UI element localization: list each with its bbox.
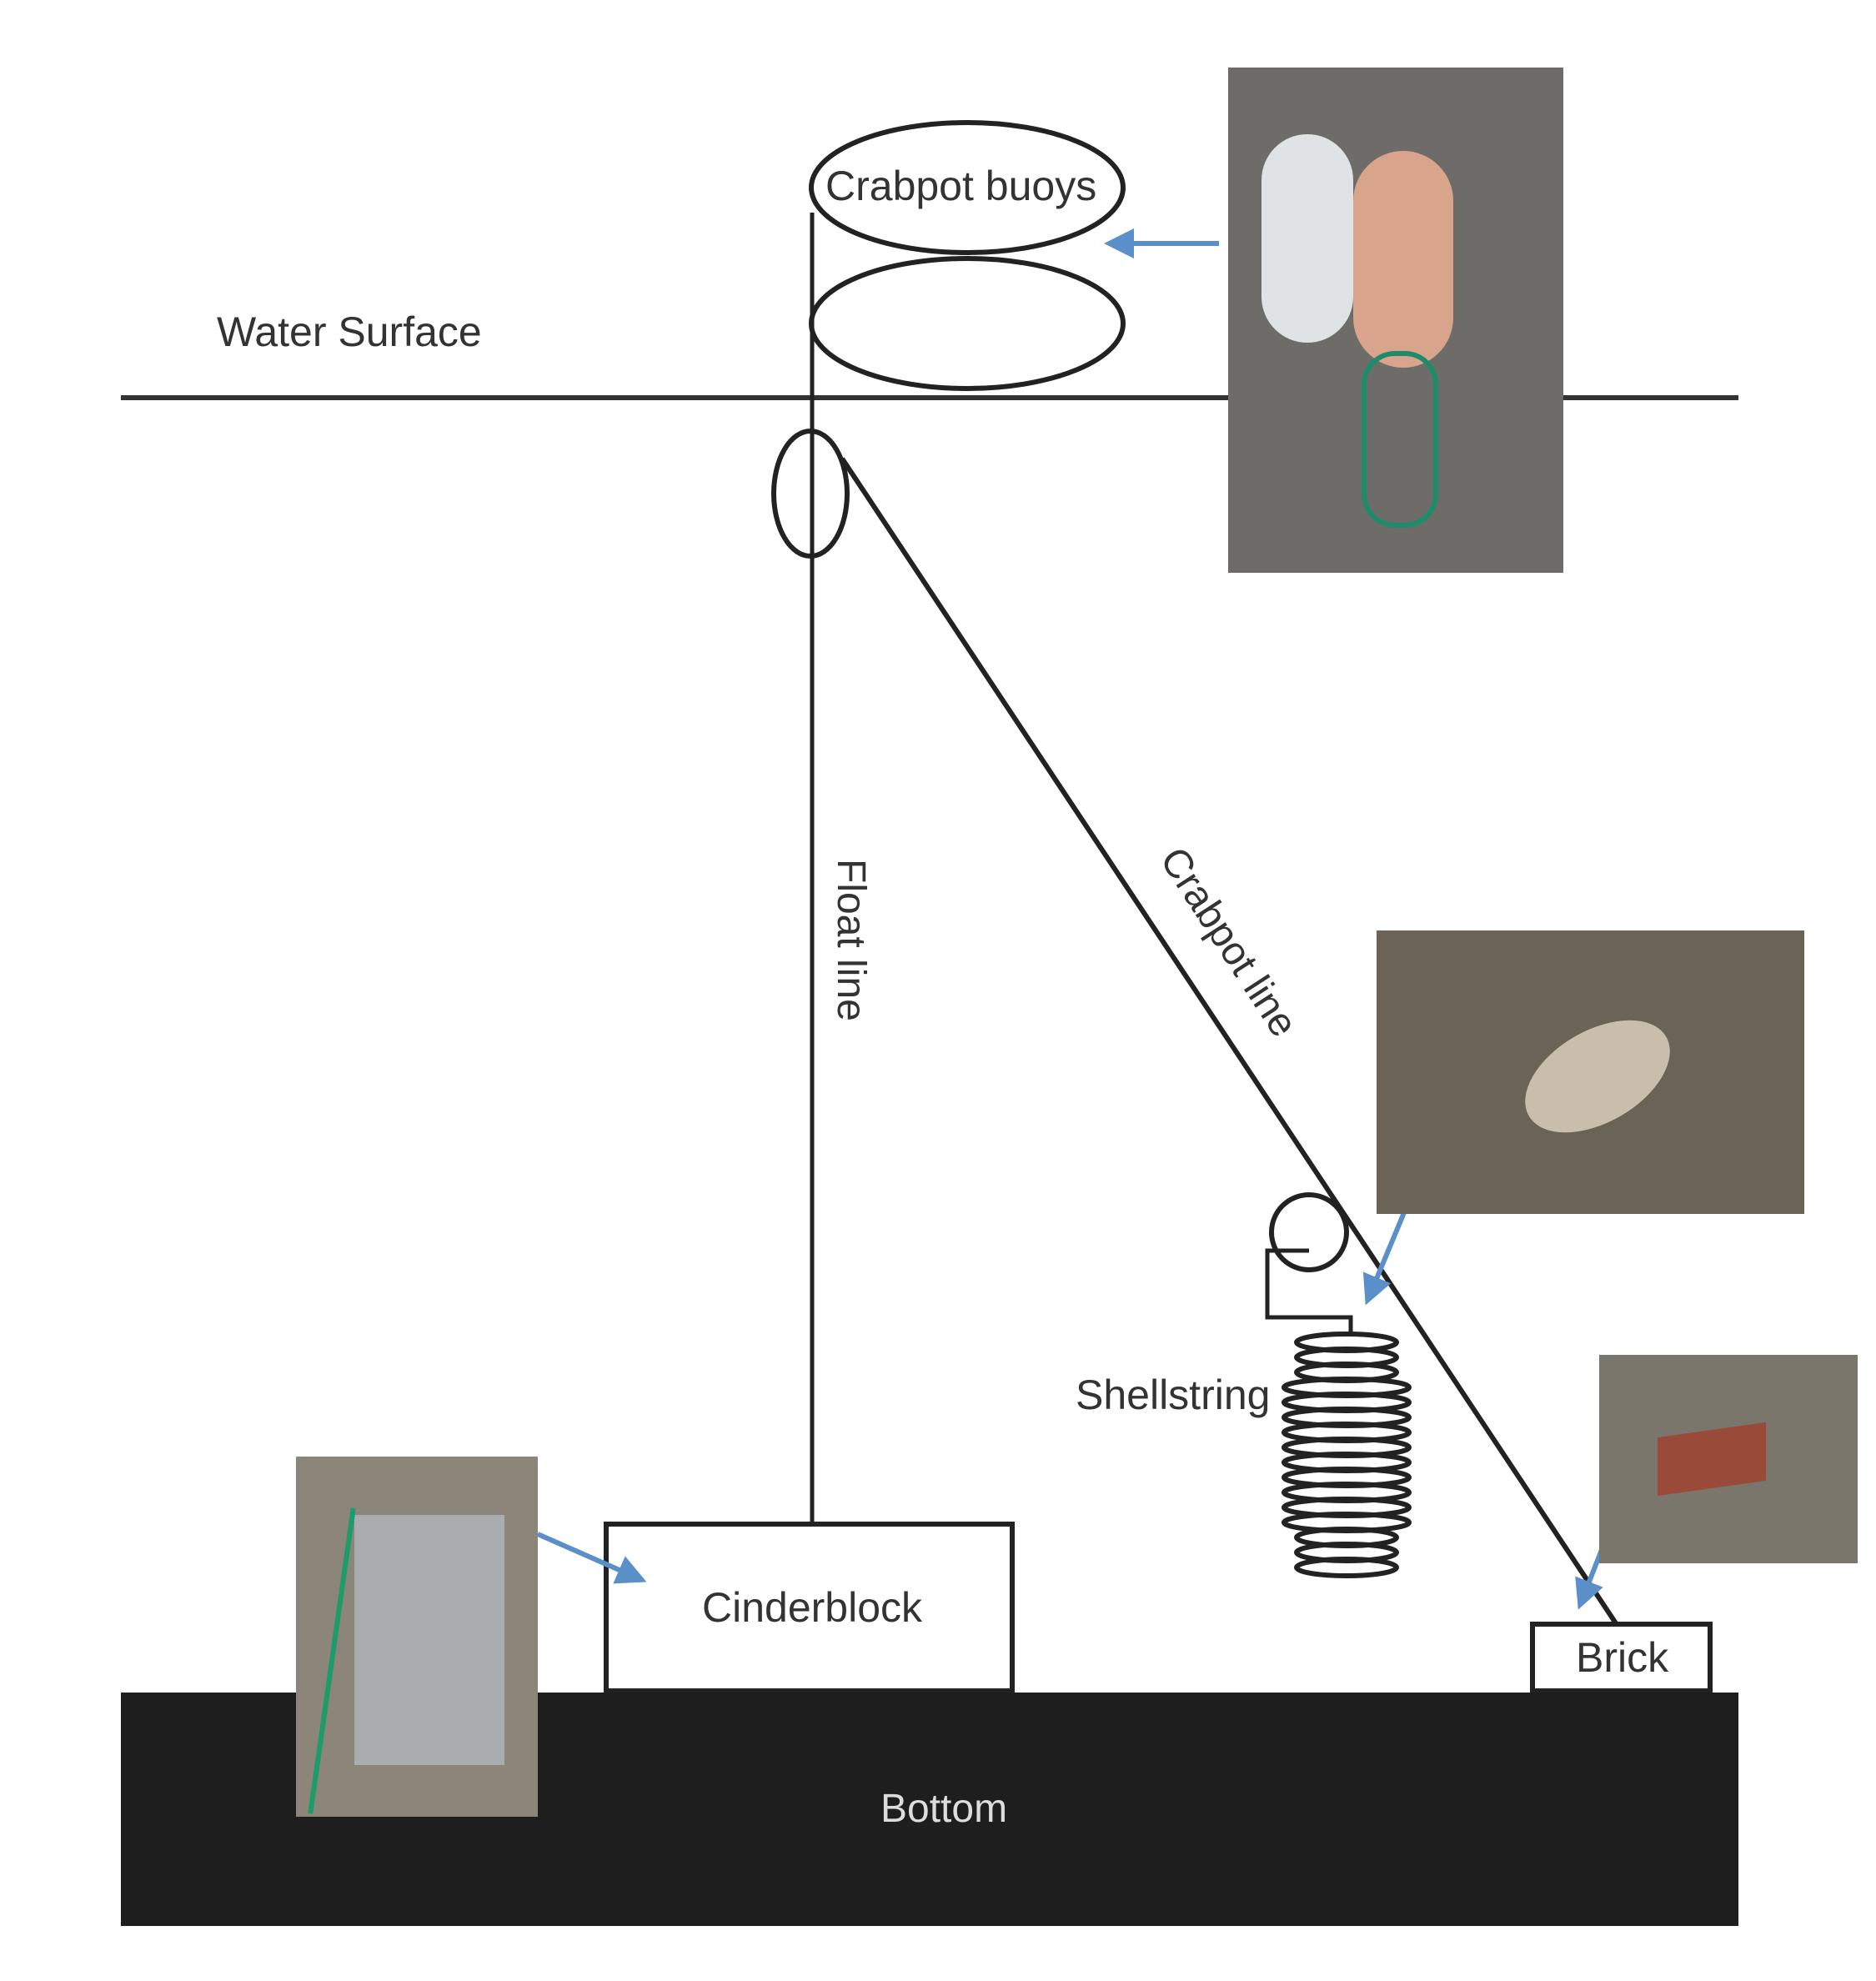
shellstring-hanger [1265,1248,1353,1334]
float-ring [771,429,850,559]
float-line-label: Float line [829,859,873,1021]
shellstring-label: Shellstring [1076,1372,1270,1418]
cinderblock-label: Cinderblock [702,1584,923,1631]
bottom-label: Bottom [880,1787,1007,1831]
cinderblock-arrow [536,1532,647,1584]
white-buoy [1262,134,1353,343]
orange-buoy [1353,151,1453,368]
brick [1658,1422,1766,1497]
shell-coil [1294,1557,1399,1578]
water-surface-label: Water Surface [217,308,482,355]
cinderblock-photo [296,1457,538,1817]
shellstring-ring [1269,1192,1349,1272]
buoy-top [809,120,1126,255]
rope [1362,351,1438,528]
crabpot-line [840,457,1620,1627]
green-rope [308,1507,356,1814]
brick-box [1530,1622,1713,1693]
shellstring-photo [1377,930,1804,1214]
crabpot-line-label: Crabpot line [1151,840,1306,1045]
brick-photo [1599,1355,1858,1563]
buoys-photo [1228,68,1563,573]
buoy-bottom [809,256,1126,391]
brick-label: Brick [1576,1634,1669,1681]
cinderblock-box [604,1522,1015,1693]
crabpot-buoys-label: Crabpot buoys [825,163,1096,209]
shellstring-shells [1282,1332,1412,1578]
shells [1506,996,1689,1156]
cinderblock [354,1515,504,1765]
